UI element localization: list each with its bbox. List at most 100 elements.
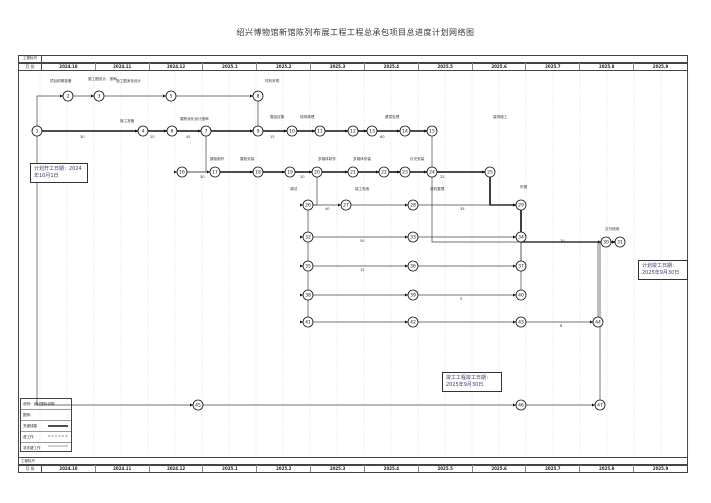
arrow-head — [397, 170, 400, 174]
arrow-head — [513, 293, 516, 297]
duration-label: 20 — [150, 135, 155, 139]
month-cell: 2024.12 — [150, 63, 204, 70]
activity-arrow — [597, 241, 615, 317]
arrow-head — [135, 129, 138, 133]
activity-label: 展柜安装 — [240, 156, 255, 161]
event-node-number: 3 — [98, 94, 101, 100]
arrow-head — [250, 129, 253, 133]
event-node-number: 19 — [287, 170, 293, 176]
legend: 说明：设计图标说明 图例： 关键线路 虚工作 非关键工作 — [20, 398, 72, 452]
month-cell: 2024.11 — [96, 63, 150, 70]
event-node-number: 41 — [305, 320, 311, 326]
month-row-label-top: 月 份 — [19, 63, 42, 70]
event-node — [302, 231, 314, 243]
event-node-number: 11 — [317, 129, 323, 135]
event-node — [137, 125, 149, 137]
month-cell: 2025.3 — [311, 63, 365, 70]
activity-label: 竣工验收 — [355, 186, 370, 191]
month-cell: 2025.4 — [365, 465, 419, 472]
month-cell: 2025.8 — [580, 465, 635, 472]
duration-label: 40 — [325, 207, 330, 211]
month-cell: 2025.6 — [473, 465, 527, 472]
event-node — [93, 90, 105, 102]
arrow-head — [405, 293, 408, 297]
arrow-head — [345, 129, 348, 133]
event-node-number: 46 — [518, 403, 524, 409]
activity-arrow — [177, 136, 207, 173]
duration-label: 15 — [270, 135, 275, 139]
arrow-head — [300, 203, 303, 207]
duration-label: 5 — [460, 297, 462, 301]
arrow-head — [338, 203, 341, 207]
arrow-head — [91, 94, 94, 98]
scale-label-bottom: 工程标尺 — [21, 459, 35, 463]
month-row-bottom: 月 份 2024.10 2024.11 2024.12 2025.1 2025.… — [18, 464, 688, 473]
activity-label: 项目前期准备 — [50, 78, 72, 83]
event-node-number: 12 — [350, 129, 356, 135]
event-node-number: 33 — [410, 235, 416, 241]
legend-item: 虚工作 — [21, 432, 71, 443]
month-cell: 2024.11 — [96, 465, 150, 472]
event-node-number: 6 — [171, 129, 174, 135]
activity-arrow — [520, 241, 601, 261]
event-node-number: 28 — [410, 203, 416, 209]
arrow-head — [300, 235, 303, 239]
month-cell: 2025.5 — [419, 63, 473, 70]
event-node-number: 37 — [518, 264, 524, 270]
activity-label: 展柜制作 — [210, 156, 225, 161]
event-node — [166, 125, 178, 137]
activity-arrow — [36, 95, 63, 126]
event-node-number: 26 — [305, 203, 311, 209]
month-cell: 2025.2 — [257, 63, 312, 70]
event-node-number: 44 — [595, 320, 601, 326]
event-node — [515, 316, 527, 328]
event-node-number: 25 — [487, 170, 493, 176]
activity-label: 施工准备 — [120, 118, 135, 123]
arrow-head — [364, 129, 367, 133]
month-cell: 2025.2 — [257, 465, 312, 472]
critical-activity-arrow — [489, 177, 516, 206]
month-cell: 2025.9 — [652, 466, 669, 471]
month-cell: 2025.5 — [419, 465, 473, 472]
duration-label: 35 — [460, 207, 465, 211]
event-node — [484, 166, 496, 178]
arrow-head — [198, 129, 201, 133]
month-cell: 2025.1 — [203, 63, 258, 70]
page-title: 绍兴博物馆新馆陈列布展工程工程总承包项目总进度计划网络图 — [236, 28, 475, 37]
event-node-number: 34 — [518, 235, 524, 241]
duration-label: 20 — [300, 175, 305, 179]
event-node — [311, 166, 323, 178]
event-node — [252, 166, 264, 178]
activity-label: 交付使用 — [605, 226, 620, 231]
arrow-head — [590, 320, 593, 324]
event-node-number: 7 — [205, 129, 208, 135]
event-node — [192, 399, 204, 411]
event-node-number: 39 — [410, 293, 416, 299]
timescale-bottom: 工程标尺 — [18, 457, 688, 466]
event-node-number: 22 — [381, 170, 387, 176]
event-node-number: 21 — [350, 170, 356, 176]
event-node — [314, 125, 326, 137]
duration-label: 8 — [560, 324, 563, 328]
arrow-head — [405, 320, 408, 324]
event-node-number: 43 — [518, 320, 524, 326]
arrow-head — [482, 170, 485, 174]
event-node-number: 5 — [170, 94, 173, 100]
arrow-head — [424, 170, 427, 174]
event-node — [286, 125, 298, 137]
month-cell: 2025.7 — [526, 63, 581, 70]
start-date-callout: 计划开工日期：2024年10月1日 — [30, 163, 88, 183]
event-node-number: 9 — [257, 129, 260, 135]
event-node-number: 17 — [212, 170, 218, 176]
arrow-head — [174, 170, 177, 174]
event-node — [407, 199, 419, 211]
arrow-head — [592, 403, 595, 407]
arrow-head — [513, 403, 516, 407]
activity-label: 灯光安装 — [410, 156, 425, 161]
event-node-number: 38 — [305, 293, 311, 299]
arrow-head — [163, 94, 166, 98]
arrow-head — [405, 235, 408, 239]
event-node-number: 31 — [617, 240, 623, 246]
arrow-head — [612, 240, 615, 244]
arrow-head — [284, 129, 287, 133]
